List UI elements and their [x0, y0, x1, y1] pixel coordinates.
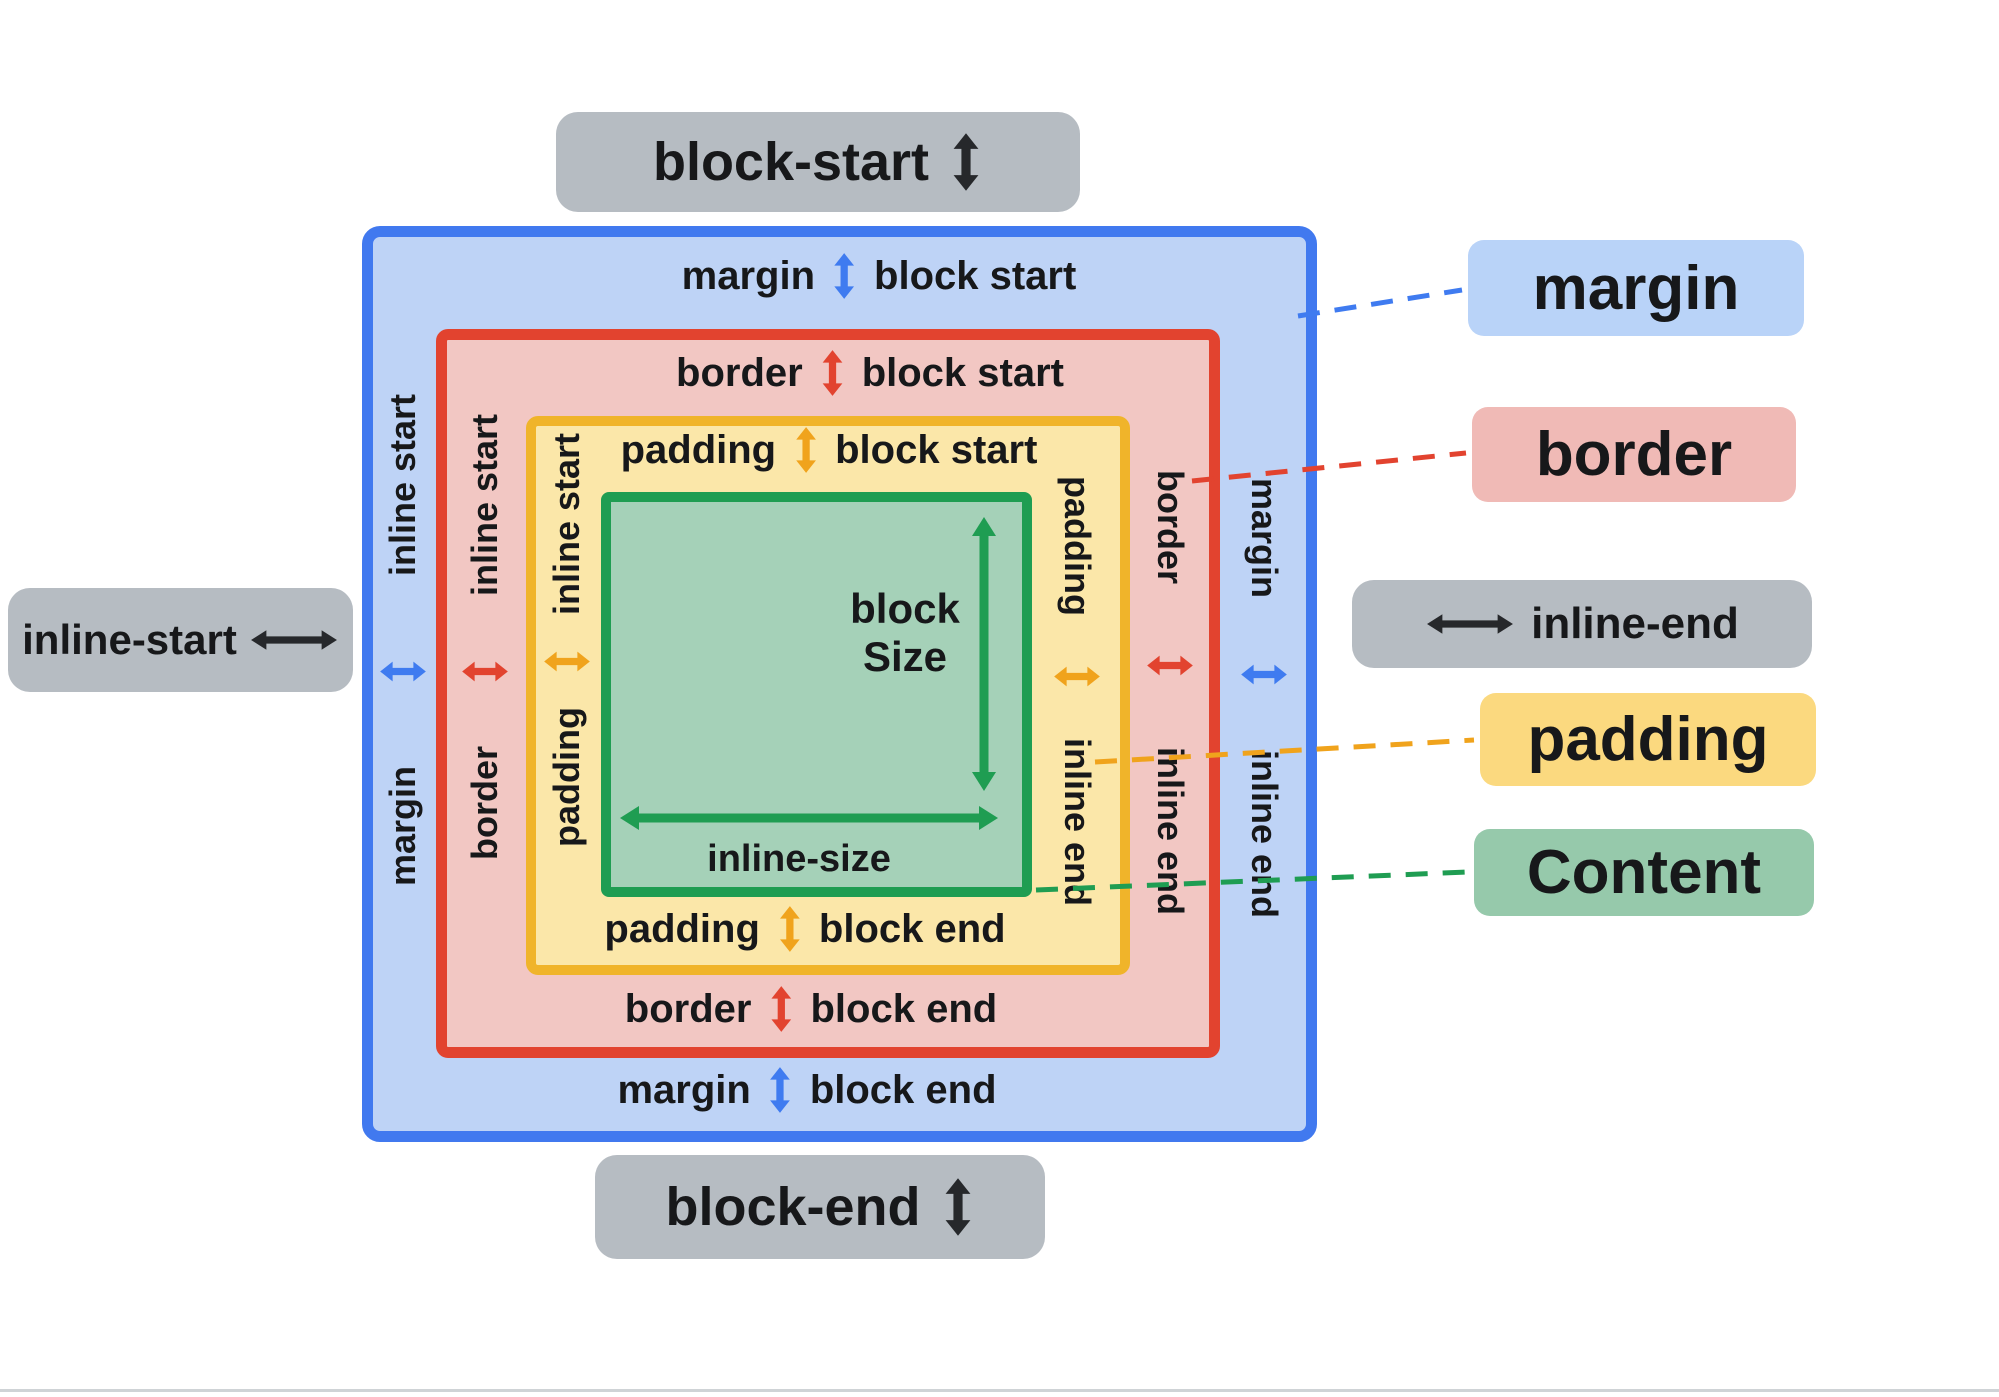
padding-block-start-arrow-icon	[795, 427, 816, 473]
bottom-divider	[0, 1389, 1999, 1392]
padding-inline-start-label: inline start padding	[539, 433, 595, 847]
margin-inline-start-arrow-icon	[380, 661, 426, 681]
legend-content: Content	[1474, 829, 1814, 916]
block-end-word: block end	[818, 906, 1006, 951]
padding-word: padding	[620, 427, 777, 472]
margin-word: margin	[382, 765, 423, 886]
padding-inline-end-label: padding inline end	[1049, 476, 1105, 906]
inline-end-word: inline end	[1057, 737, 1098, 906]
legend-margin: margin	[1468, 240, 1804, 336]
margin-inline-start-label: inline start margin	[375, 394, 431, 886]
padding-block-end-label: padding block end	[604, 905, 1006, 953]
block-size-line1: block	[850, 585, 960, 632]
block-start-word: block start	[835, 427, 1038, 472]
legend-padding-text: padding	[1527, 705, 1769, 774]
block-start-word: block start	[874, 253, 1077, 298]
padding-inline-start-arrow-icon	[544, 651, 590, 671]
inline-size-label: inline-size	[707, 838, 891, 880]
border-block-end-label: border block end	[625, 985, 997, 1033]
content-box	[601, 492, 1032, 897]
inline-start-word: inline start	[464, 414, 505, 597]
block-start-word: block start	[861, 350, 1064, 395]
margin-block-start-arrow-icon	[834, 253, 855, 299]
margin-block-end-arrow-icon	[770, 1067, 791, 1113]
inline-end-word: inline end	[1150, 746, 1191, 915]
block-axis-arrow-icon	[953, 133, 979, 191]
border-inline-start-arrow-icon	[462, 661, 508, 681]
block-size-arrow-icon	[972, 517, 996, 791]
inline-end-pill: inline-end	[1352, 580, 1812, 668]
border-word: border	[1150, 470, 1191, 585]
border-block-start-arrow-icon	[822, 350, 843, 396]
border-inline-end-label: border inline end	[1142, 470, 1198, 915]
margin-block-end-label: margin block end	[617, 1066, 997, 1114]
padding-block-end-arrow-icon	[779, 906, 800, 952]
border-word: border	[624, 986, 752, 1031]
margin-word: margin	[681, 253, 816, 298]
inline-size-arrow-icon	[620, 806, 998, 830]
inline-end-text: inline-end	[1531, 599, 1739, 648]
border-inline-end-arrow-icon	[1147, 655, 1193, 676]
inline-axis-arrow-icon	[1427, 614, 1514, 634]
inline-start-pill: inline-start	[8, 588, 353, 692]
inline-end-word: inline end	[1244, 749, 1285, 918]
block-end-text: block-end	[665, 1177, 921, 1237]
padding-inline-end-arrow-icon	[1054, 667, 1100, 687]
border-inline-start-label: inline start border	[457, 414, 513, 860]
border-word: border	[676, 350, 803, 395]
inline-start-word: inline start	[546, 433, 587, 616]
legend-padding: padding	[1480, 693, 1816, 786]
margin-leader-line	[1297, 287, 1463, 319]
border-block-start-label: border block start	[676, 349, 1064, 397]
block-end-pill: block-end	[595, 1155, 1045, 1259]
block-end-word: block end	[810, 986, 998, 1031]
margin-block-start-label: margin block start	[681, 252, 1077, 300]
margin-inline-end-label: margin inline end	[1236, 478, 1292, 918]
legend-content-text: Content	[1526, 838, 1762, 907]
margin-word: margin	[617, 1067, 751, 1112]
margin-word: margin	[1244, 478, 1285, 599]
block-size-label: block Size	[815, 585, 995, 682]
block-start-text: block-start	[652, 132, 930, 192]
padding-block-start-label: padding block start	[620, 426, 1038, 474]
block-axis-arrow-icon	[945, 1178, 970, 1236]
block-start-pill: block-start	[556, 112, 1080, 212]
block-end-word: block end	[809, 1067, 997, 1112]
inline-start-text: inline-start	[22, 616, 237, 663]
legend-border: border	[1472, 407, 1796, 502]
padding-word: padding	[546, 707, 587, 847]
legend-border-text: border	[1535, 420, 1733, 489]
legend-margin-text: margin	[1532, 253, 1740, 323]
inline-axis-arrow-icon	[250, 630, 337, 650]
block-size-line2: Size	[862, 633, 948, 681]
border-word: border	[464, 745, 505, 860]
border-block-end-arrow-icon	[771, 986, 791, 1032]
padding-word: padding	[604, 906, 760, 951]
padding-word: padding	[1057, 476, 1098, 616]
margin-inline-end-arrow-icon	[1241, 664, 1287, 684]
inline-start-word: inline start	[382, 394, 423, 577]
